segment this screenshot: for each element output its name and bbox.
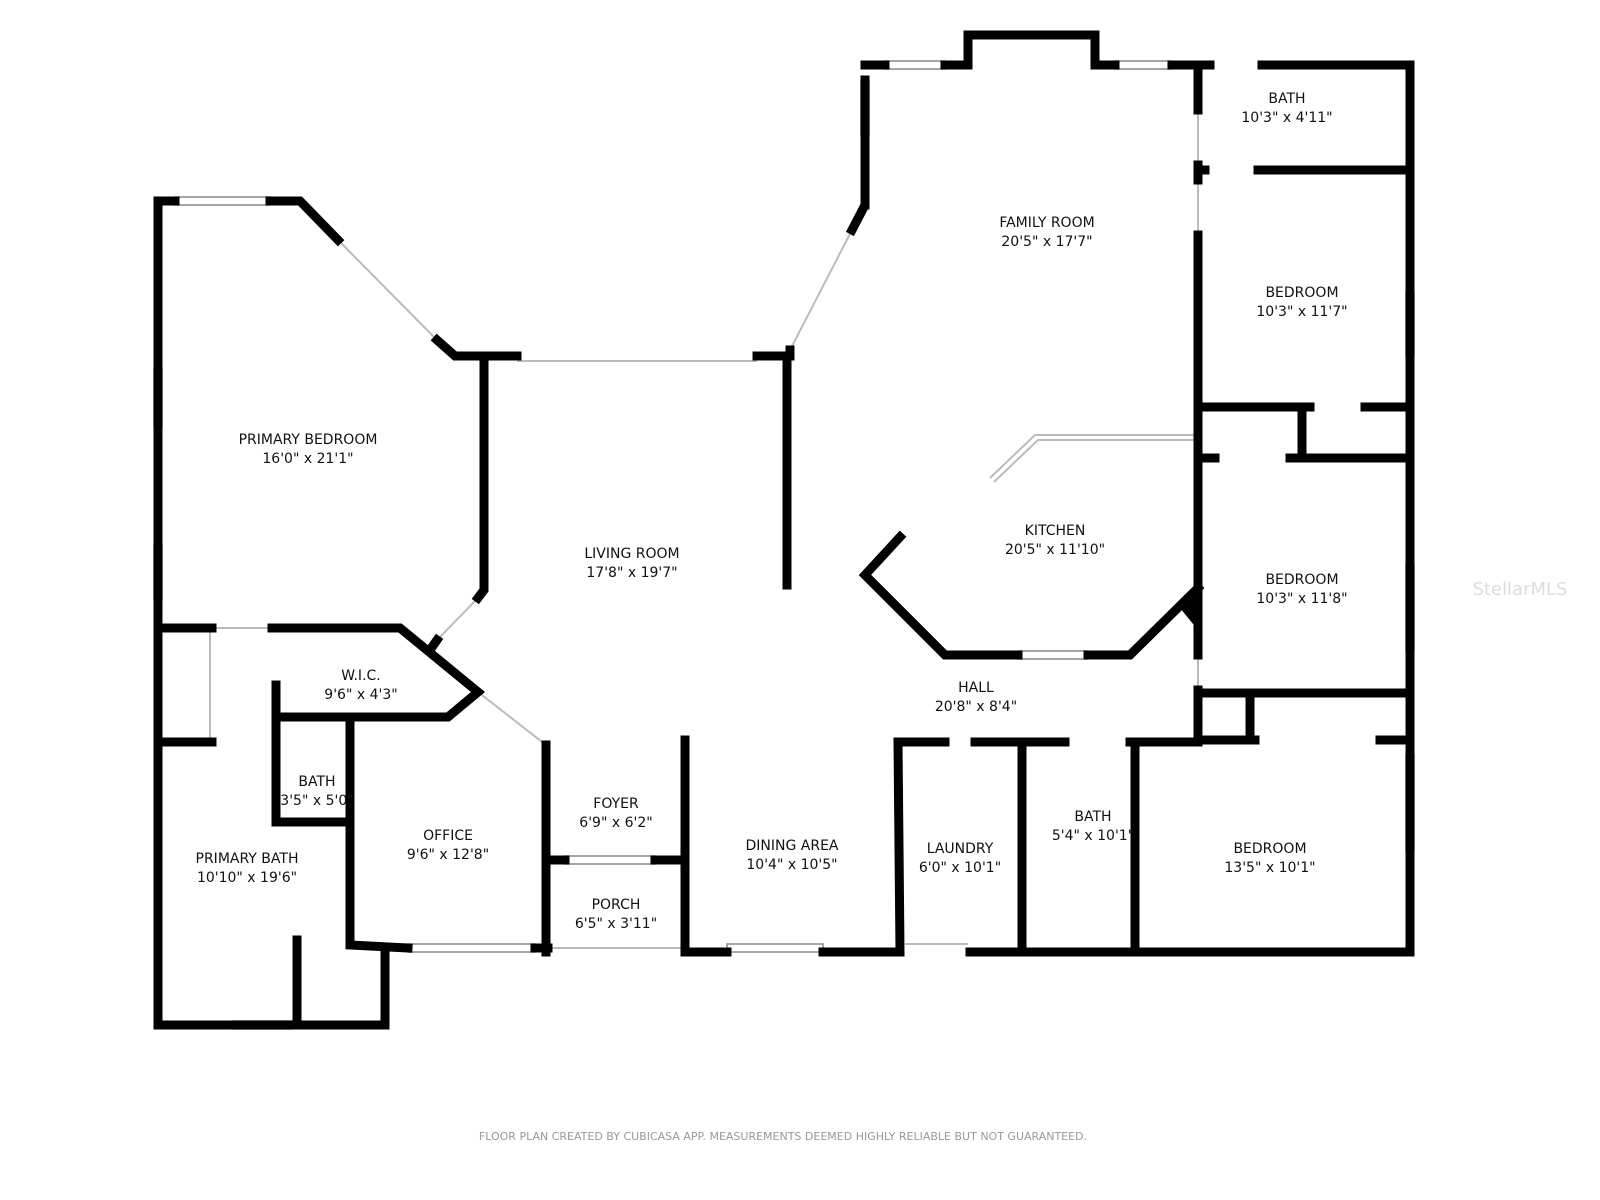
room-primary-bedroom: PRIMARY BEDROOM 16'0" x 21'1" — [239, 432, 378, 467]
svg-text:16'0" x 21'1": 16'0" x 21'1" — [262, 451, 353, 467]
svg-text:PRIMARY BEDROOM: PRIMARY BEDROOM — [239, 432, 378, 448]
svg-text:W.I.C.: W.I.C. — [341, 668, 381, 684]
room-bath-upper: BATH 10'3" x 4'11" — [1241, 91, 1332, 126]
svg-text:FAMILY ROOM: FAMILY ROOM — [999, 215, 1094, 231]
room-office: OFFICE 9'6" x 12'8" — [407, 828, 489, 863]
room-family-room: FAMILY ROOM 20'5" x 17'7" — [999, 215, 1094, 250]
room-labels: PRIMARY BEDROOM 16'0" x 21'1" LIVING ROOM… — [196, 91, 1348, 932]
window — [884, 60, 946, 70]
window — [1017, 650, 1089, 660]
room-primary-bath: PRIMARY BATH 10'10" x 19'6" — [196, 851, 299, 886]
footer-disclaimer: FLOOR PLAN CREATED BY CUBICASA APP. MEAS… — [479, 1130, 1087, 1143]
window — [726, 943, 824, 953]
room-porch: PORCH 6'5" x 3'11" — [575, 897, 657, 932]
svg-text:6'9" x 6'2": 6'9" x 6'2" — [579, 815, 652, 831]
room-bedroom-lower: BEDROOM 13'5" x 10'1" — [1224, 841, 1315, 876]
room-foyer: FOYER 6'9" x 6'2" — [579, 796, 652, 831]
svg-text:KITCHEN: KITCHEN — [1025, 523, 1086, 539]
svg-text:10'10" x 19'6": 10'10" x 19'6" — [197, 870, 297, 886]
watermark: StellarMLS — [1473, 579, 1568, 600]
svg-text:BATH: BATH — [298, 774, 335, 790]
walls — [153, 30, 1415, 1030]
svg-text:6'0" x 10'1": 6'0" x 10'1" — [919, 860, 1001, 876]
svg-text:20'5" x 17'7": 20'5" x 17'7" — [1001, 234, 1092, 250]
room-dining-area: DINING AREA 10'4" x 10'5" — [745, 838, 838, 873]
room-bedroom-middle: BEDROOM 10'3" x 11'8" — [1256, 572, 1347, 607]
window — [1114, 60, 1173, 70]
svg-text:LIVING ROOM: LIVING ROOM — [584, 546, 679, 562]
svg-text:BEDROOM: BEDROOM — [1265, 572, 1338, 588]
svg-text:9'6" x 12'8": 9'6" x 12'8" — [407, 847, 489, 863]
svg-text:10'3" x 11'7": 10'3" x 11'7" — [1256, 304, 1347, 320]
svg-text:9'6" x 4'3": 9'6" x 4'3" — [324, 687, 397, 703]
svg-text:17'8" x 19'7": 17'8" x 19'7" — [586, 565, 677, 581]
svg-text:PORCH: PORCH — [592, 897, 641, 913]
svg-text:BATH: BATH — [1268, 91, 1305, 107]
svg-text:5'4" x 10'1": 5'4" x 10'1" — [1052, 828, 1134, 844]
svg-text:10'3" x 11'8": 10'3" x 11'8" — [1256, 591, 1347, 607]
svg-text:BEDROOM: BEDROOM — [1265, 285, 1338, 301]
svg-text:20'5" x 11'10": 20'5" x 11'10" — [1005, 542, 1105, 558]
room-kitchen: KITCHEN 20'5" x 11'10" — [1005, 523, 1105, 558]
room-bath-lower: BATH 5'4" x 10'1" — [1052, 809, 1134, 844]
svg-text:13'5" x 10'1": 13'5" x 10'1" — [1224, 860, 1315, 876]
svg-text:10'3" x 4'11": 10'3" x 4'11" — [1241, 110, 1332, 126]
svg-text:LAUNDRY: LAUNDRY — [927, 841, 994, 857]
window — [407, 943, 536, 953]
svg-text:DINING AREA: DINING AREA — [745, 838, 838, 854]
room-bath-small: BATH 3'5" x 5'0" — [280, 774, 353, 809]
window — [174, 196, 271, 206]
room-hall: HALL 20'8" x 8'4" — [935, 680, 1017, 715]
room-living-room: LIVING ROOM 17'8" x 19'7" — [584, 546, 679, 581]
svg-text:HALL: HALL — [958, 680, 994, 696]
svg-text:6'5" x 3'11": 6'5" x 3'11" — [575, 916, 657, 932]
window — [564, 855, 656, 865]
svg-text:OFFICE: OFFICE — [423, 828, 473, 844]
svg-text:BATH: BATH — [1074, 809, 1111, 825]
room-bedroom-upper: BEDROOM 10'3" x 11'7" — [1256, 285, 1347, 320]
room-wic: W.I.C. 9'6" x 4'3" — [324, 668, 397, 703]
room-laundry: LAUNDRY 6'0" x 10'1" — [919, 841, 1001, 876]
svg-text:PRIMARY BATH: PRIMARY BATH — [196, 851, 299, 867]
svg-text:20'8" x 8'4": 20'8" x 8'4" — [935, 699, 1017, 715]
svg-text:FOYER: FOYER — [593, 796, 639, 812]
svg-text:3'5" x 5'0": 3'5" x 5'0" — [280, 793, 353, 809]
svg-text:BEDROOM: BEDROOM — [1233, 841, 1306, 857]
svg-text:10'4" x 10'5": 10'4" x 10'5" — [746, 857, 837, 873]
